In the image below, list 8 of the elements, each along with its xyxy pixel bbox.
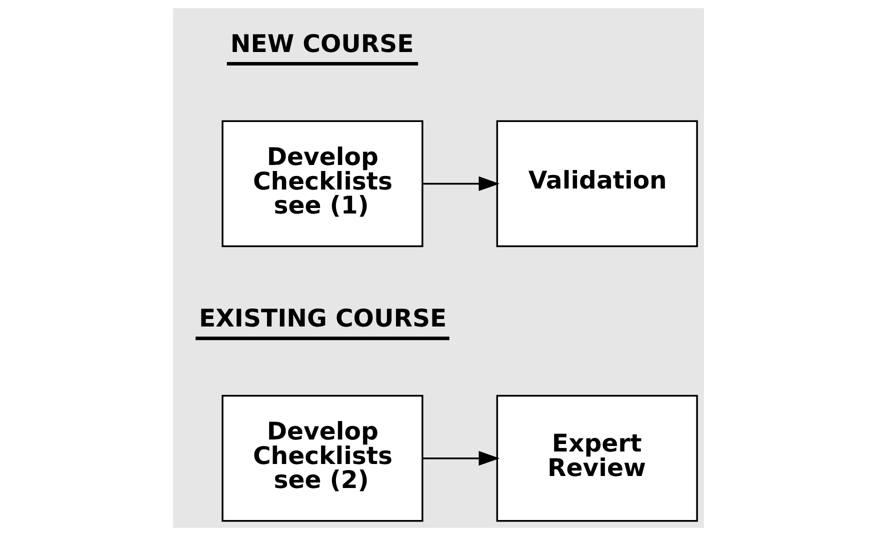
label: EXISTING COURSE [198,304,446,333]
node-box: Develop Checklists see (1) [221,120,423,248]
arrow [422,451,500,466]
node-box: Expert Review [496,394,698,522]
label: NEW COURSE [230,28,414,58]
node-box: Validation [496,120,698,248]
node-box: Develop Checklists see (2) [221,394,423,522]
arrow [422,176,500,192]
